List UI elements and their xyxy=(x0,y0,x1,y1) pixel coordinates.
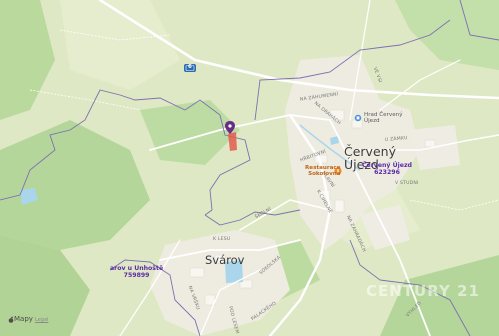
location-pin-icon[interactable] xyxy=(225,121,235,134)
forest-area xyxy=(0,0,55,120)
apple-logo-icon xyxy=(8,316,14,323)
road-label: V STUDNI xyxy=(395,181,419,186)
cadastral-label-svarov: arov u Unhoště 759899 xyxy=(110,265,164,279)
restaurant-label[interactable]: Restaurace Sokolovna xyxy=(305,165,341,177)
town-label-cerveny-ujezd: Červený Újezd xyxy=(344,144,396,173)
pond xyxy=(20,188,38,205)
forest-area xyxy=(395,0,499,70)
road-label: K LESU xyxy=(213,237,231,242)
map-brand: Mapy xyxy=(14,315,33,323)
highway-number: 6 xyxy=(188,63,192,70)
castle-label[interactable]: Hrad Červený Újezd xyxy=(364,112,403,124)
path-network xyxy=(29,29,499,211)
buildings xyxy=(189,109,436,306)
forest-area xyxy=(140,100,240,165)
builtup-cerveny-ujezd xyxy=(285,55,420,250)
forest-area xyxy=(0,235,90,336)
forest-area xyxy=(380,255,499,336)
restaurant-icon[interactable] xyxy=(334,167,342,175)
field-patch xyxy=(60,0,180,90)
road-network xyxy=(98,0,499,336)
pond xyxy=(330,136,339,145)
cadastral-label-cerveny-ujezd: Červený Újezd 623296 xyxy=(362,162,412,176)
stream xyxy=(299,124,361,171)
castle-icon[interactable] xyxy=(354,114,362,122)
town-label-svarov: Svárov xyxy=(205,253,245,267)
forest-area xyxy=(0,120,150,250)
highway-shield-icon xyxy=(184,64,196,72)
highlighted-parcel[interactable] xyxy=(228,132,237,151)
legal-link[interactable]: Legal xyxy=(35,317,49,323)
builtup-area xyxy=(360,205,410,250)
pond xyxy=(225,260,243,283)
watermark: CENTURY 21 xyxy=(366,282,480,300)
